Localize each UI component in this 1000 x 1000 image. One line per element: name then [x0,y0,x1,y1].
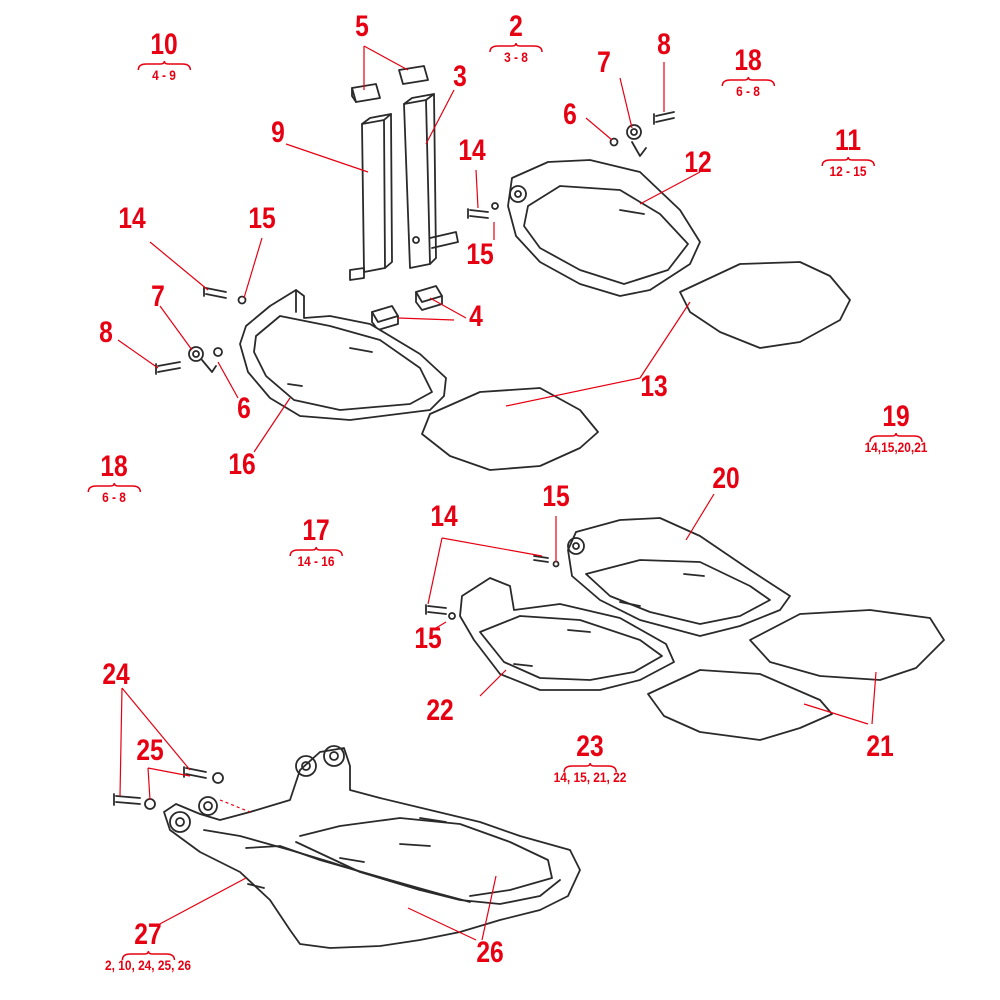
part-9-3-uprights [349,93,459,281]
callout-27: 27 2, 10, 24, 25, 26 [104,918,192,973]
brace-icon [721,77,775,87]
callout-8-upper: 8 [657,28,671,61]
hardware [113,111,675,810]
part-27-base-frame [163,745,581,949]
part-13-pads [421,261,851,471]
callout-18-lower: 18 6 - 8 [87,452,141,504]
callout-26: 26 [476,936,504,969]
callout-8-lower: 8 [99,316,113,349]
callout-11: 11 12 - 15 [821,126,875,178]
callout-18-upper: 18 6 - 8 [721,46,775,98]
brace-icon [563,763,617,773]
callout-6-upper: 6 [563,98,577,131]
callout-3: 3 [453,60,467,93]
callout-6-lower: 6 [237,392,251,425]
brace-icon [821,157,875,167]
callout-17: 17 14 - 16 [289,516,343,568]
callout-7-upper: 7 [597,46,611,79]
callout-12: 12 [684,146,712,179]
part-16-seat-shell-left [239,289,447,421]
brace-icon [489,43,543,53]
callout-5: 5 [355,10,369,43]
callout-7-lower: 7 [151,280,165,313]
callout-21: 21 [866,730,894,763]
callout-9: 9 [271,116,285,149]
callout-15-left: 15 [248,202,276,235]
callout-14-left: 14 [118,202,146,235]
callout-10: 10 4 - 9 [137,30,191,82]
callout-15-lower: 15 [414,622,442,655]
callout-14-upper: 14 [458,134,486,167]
callout-4: 4 [469,300,483,333]
leader-lines [117,45,877,941]
part-21-pads [647,609,945,741]
callout-13: 13 [640,370,668,403]
part-20-seat-shell [567,517,791,637]
callout-20: 20 [712,462,740,495]
callout-23: 23 14, 15, 21, 22 [553,730,627,785]
callout-25: 25 [136,734,164,767]
part-22-seat-shell [459,577,675,691]
callout-24: 24 [102,658,130,691]
brace-icon [121,951,175,961]
part-4-blocks [371,285,443,331]
brace-icon [289,547,343,557]
brace-icon [87,483,141,493]
brace-icon [137,61,191,71]
part-12-seat-shell-right [507,159,701,297]
callout-14-lower: 14 [430,500,458,533]
brace-icon [869,433,923,443]
callout-16: 16 [228,448,256,481]
part-5-caps [351,65,429,103]
callout-22: 22 [426,694,454,727]
callout-2: 2 3 - 8 [489,12,543,64]
callout-19: 19 14,15,20,21 [864,400,928,455]
callout-15-upper: 15 [466,238,494,271]
callout-15-mid: 15 [542,480,570,513]
